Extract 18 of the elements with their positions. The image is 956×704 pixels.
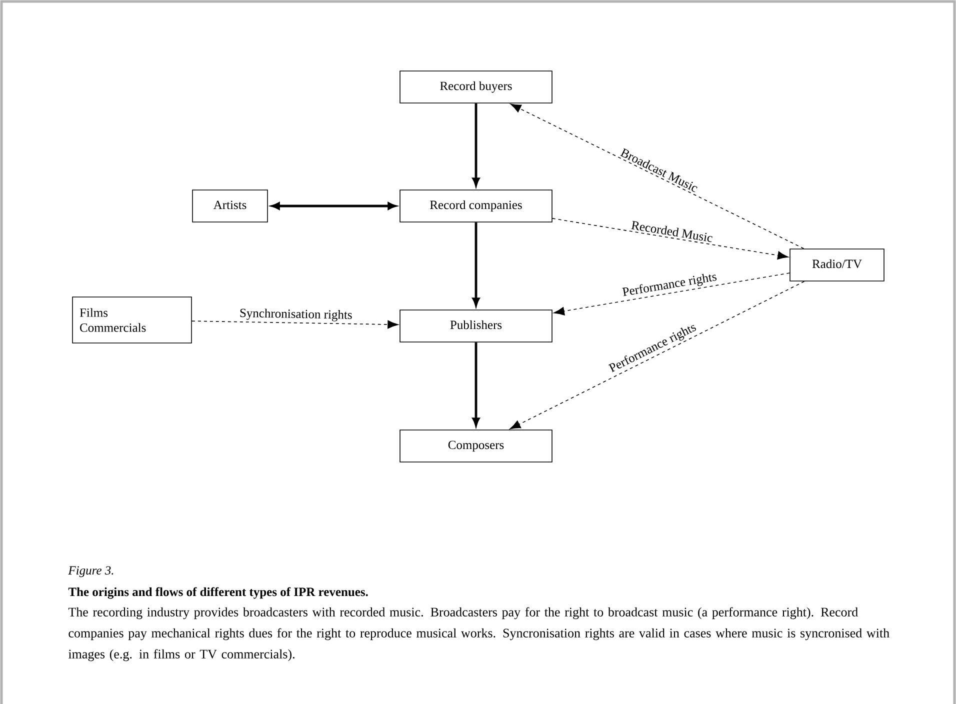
process-box: Composers: [400, 430, 552, 462]
arrow: [510, 104, 804, 249]
arrow: [552, 218, 788, 260]
arrow: [510, 281, 805, 430]
caption-title: The origins and flows of different types of IPR revenues.: [68, 587, 368, 599]
process-box: Films Commercials: [72, 296, 192, 344]
figure-number: Figure 3.: [68, 566, 114, 578]
caption-text: The recording industry provides broadcasters with recorded music. Broadcasters pay for the right to broadcast music (a performance right). Record companies pay mechanical rights dues for the right to reproduce musical works. Syncronisation rights are valid in cases where music is syncronised with images (e.g. in films or TV commercials).: [68, 607, 890, 662]
arrow: [192, 320, 398, 329]
process-box: Record buyers: [400, 70, 552, 104]
edge-label: Recorded Music: [630, 219, 715, 244]
process-box: Publishers: [400, 310, 552, 342]
edge-label: Synchronisation rights: [238, 307, 354, 323]
process-box: Artists: [192, 190, 268, 222]
process-box: Radio/TV: [790, 248, 884, 282]
edge-label: Performance rights: [620, 270, 719, 300]
arrow: [554, 272, 790, 316]
process-box: Record companies: [400, 190, 552, 222]
